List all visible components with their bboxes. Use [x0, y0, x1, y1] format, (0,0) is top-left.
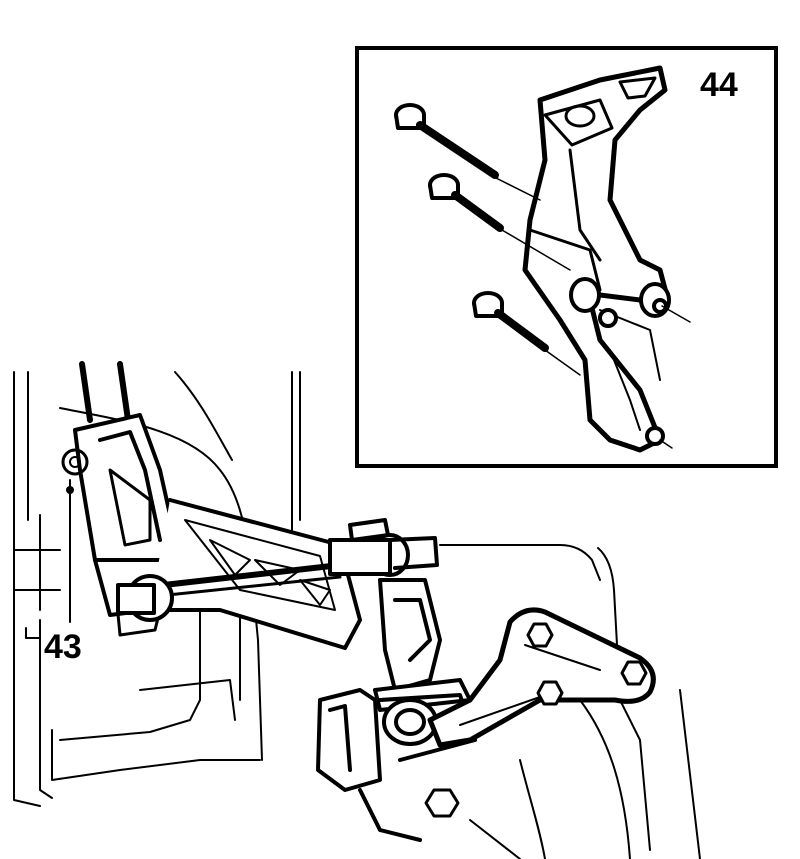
tie-rod — [116, 533, 439, 622]
callout-44-label: 44 — [700, 66, 738, 104]
gear-cables — [79, 361, 131, 423]
lower-engine-mount — [316, 688, 477, 842]
inset-bushings — [569, 277, 671, 446]
callout-43-label: 43 — [44, 628, 82, 666]
hex-bolt-heads — [424, 622, 648, 818]
inset-bolt-short — [472, 291, 549, 352]
inset-bolt-long — [394, 103, 500, 180]
callout-43: 43 — [25, 479, 82, 666]
inset-alignment-lines — [495, 177, 691, 449]
inset-bolt-medium — [428, 173, 504, 232]
